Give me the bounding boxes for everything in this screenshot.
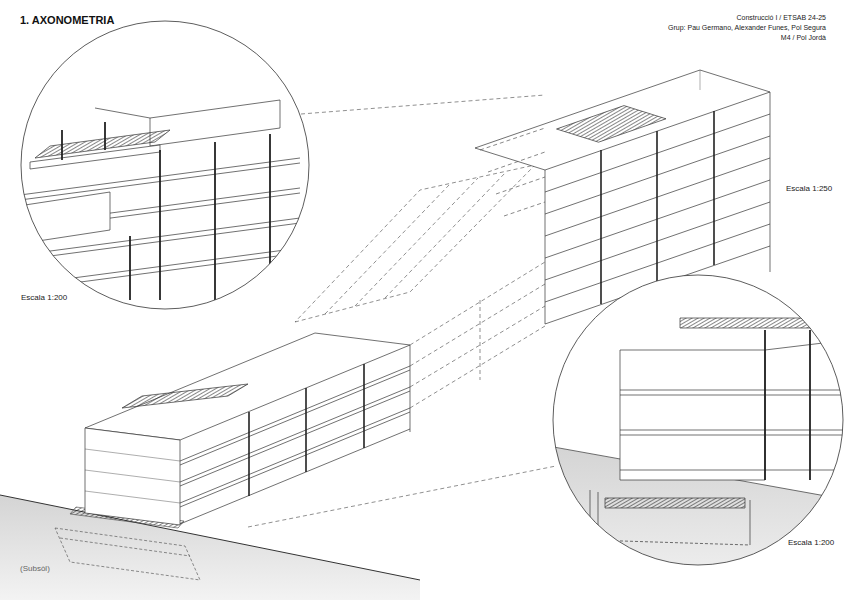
ramp (295, 165, 545, 408)
detail-circle-left (20, 21, 309, 309)
group-header: Grup: Pau Germano, Alexander Funes, Pol … (668, 24, 826, 32)
course-header: Construcció I / ETSAB 24-25 (737, 14, 826, 22)
scale-note: Escala 1:200 (787, 538, 835, 547)
tutor-header: M4 / Pol Jordà (781, 34, 826, 42)
sheet-title: 1. AXONOMETRIA (20, 14, 114, 27)
lower-building (85, 333, 410, 525)
scale-note: Escala 1:250 (785, 184, 833, 193)
subsoil-note: (Subsòl) (20, 564, 50, 573)
detail-circle-right (548, 275, 848, 600)
ground-plane (0, 495, 420, 600)
scale-note: Escala 1:200 (20, 293, 68, 302)
